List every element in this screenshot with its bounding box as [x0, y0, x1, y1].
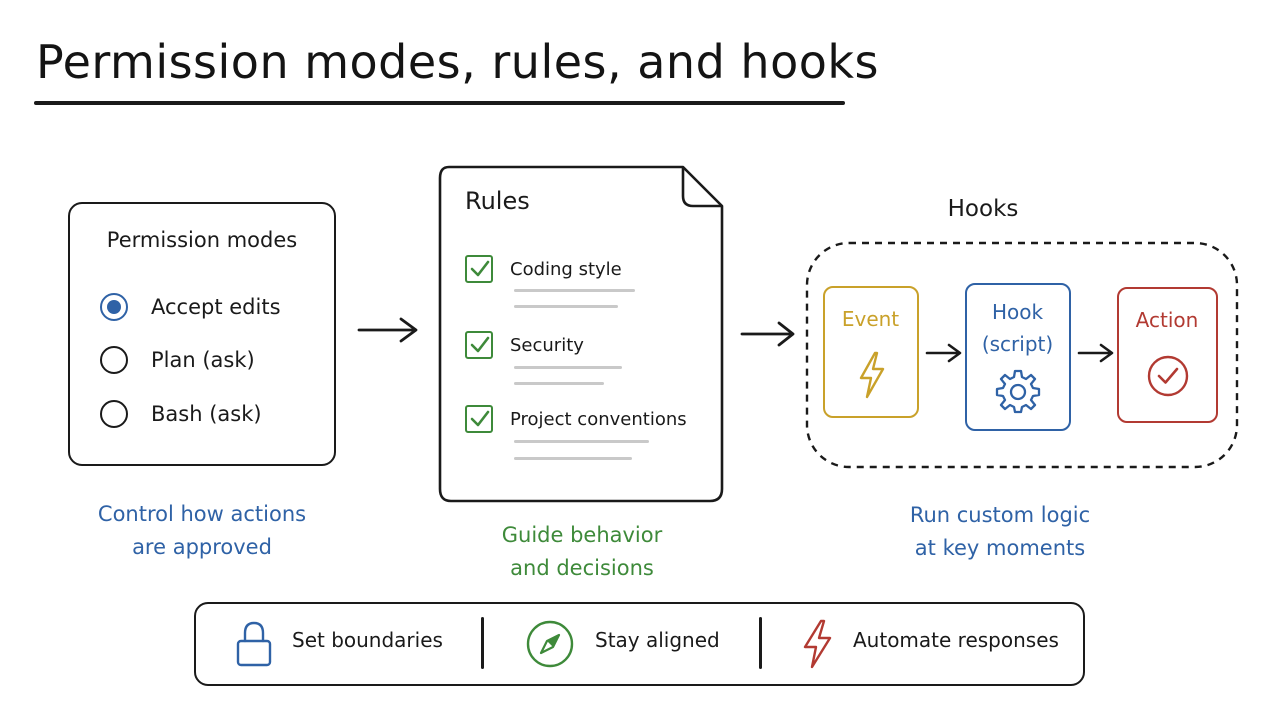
rules-heading: Rules — [465, 187, 530, 215]
radio-selected-icon[interactable] — [100, 293, 128, 321]
rule-label: Project conventions — [510, 408, 687, 430]
arrow-right-icon — [740, 321, 795, 347]
rule-item-coding-style: Coding style — [465, 254, 622, 284]
arrow-right-icon — [357, 317, 418, 343]
permission-modes-heading: Permission modes — [106, 228, 298, 252]
text-placeholder-line — [514, 289, 635, 292]
event-card: Event — [823, 286, 919, 418]
mode-option-bash[interactable]: Bash (ask) — [100, 397, 262, 431]
radio-unselected-icon[interactable] — [100, 346, 128, 374]
rules-caption: Guide behavior and decisions — [437, 519, 727, 585]
mode-option-label: Bash (ask) — [151, 402, 262, 426]
permission-modes-panel: Permission modes Accept edits Plan (ask)… — [68, 202, 336, 466]
caption-line: Guide behavior — [501, 523, 663, 547]
text-placeholder-line — [514, 457, 632, 460]
text-placeholder-line — [514, 382, 604, 385]
caption-line: Run custom logic — [909, 503, 1091, 527]
rule-label: Security — [510, 334, 584, 356]
arrow-right-icon — [1077, 343, 1114, 363]
gear-icon — [995, 369, 1041, 414]
divider — [481, 617, 484, 669]
title-underline — [34, 101, 845, 105]
checkbox-checked-icon[interactable] — [465, 331, 493, 359]
rule-item-project-conventions: Project conventions — [465, 404, 687, 434]
checkbox-checked-icon[interactable] — [465, 255, 493, 283]
event-label: Event — [841, 307, 900, 331]
benefit-label: Automate responses — [853, 628, 1059, 652]
compass-icon — [526, 620, 574, 668]
hook-label: Hook (script) — [967, 296, 1068, 360]
text-placeholder-line — [514, 305, 618, 308]
action-card: Action — [1117, 287, 1218, 423]
hook-label-line: Hook — [991, 300, 1044, 324]
benefit-label: Stay aligned — [595, 628, 720, 652]
text-placeholder-line — [514, 366, 622, 369]
hooks-caption: Run custom logic at key moments — [860, 499, 1140, 565]
mode-option-label: Accept edits — [151, 295, 281, 319]
caption-line: Control how actions — [97, 502, 307, 526]
hook-script-card: Hook (script) — [965, 283, 1071, 431]
rule-item-security: Security — [465, 330, 584, 360]
mode-option-label: Plan (ask) — [151, 348, 255, 372]
rules-document — [438, 165, 724, 503]
lock-icon — [236, 621, 272, 667]
check-circle-icon — [1147, 355, 1189, 397]
hook-label-line: (script) — [981, 332, 1054, 356]
divider — [759, 617, 762, 669]
lightning-icon — [803, 619, 832, 669]
arrow-right-icon — [925, 343, 962, 363]
rule-label: Coding style — [510, 258, 622, 280]
permission-modes-caption: Control how actions are approved — [68, 498, 336, 564]
text-placeholder-line — [514, 440, 649, 443]
hooks-heading: Hooks — [947, 196, 1019, 222]
radio-unselected-icon[interactable] — [100, 400, 128, 428]
benefit-label: Set boundaries — [292, 628, 443, 652]
caption-line: at key moments — [914, 536, 1086, 560]
caption-line: and decisions — [510, 556, 654, 580]
page-title: Permission modes, rules, and hooks — [36, 35, 879, 89]
hooks-group-dashed-border — [805, 241, 1239, 469]
caption-line: are approved — [132, 535, 272, 559]
mode-option-accept-edits[interactable]: Accept edits — [100, 290, 281, 324]
mode-option-plan[interactable]: Plan (ask) — [100, 343, 255, 377]
checkbox-checked-icon[interactable] — [465, 405, 493, 433]
lightning-icon — [859, 351, 885, 399]
benefits-bar — [194, 602, 1085, 686]
action-label: Action — [1135, 308, 1199, 332]
